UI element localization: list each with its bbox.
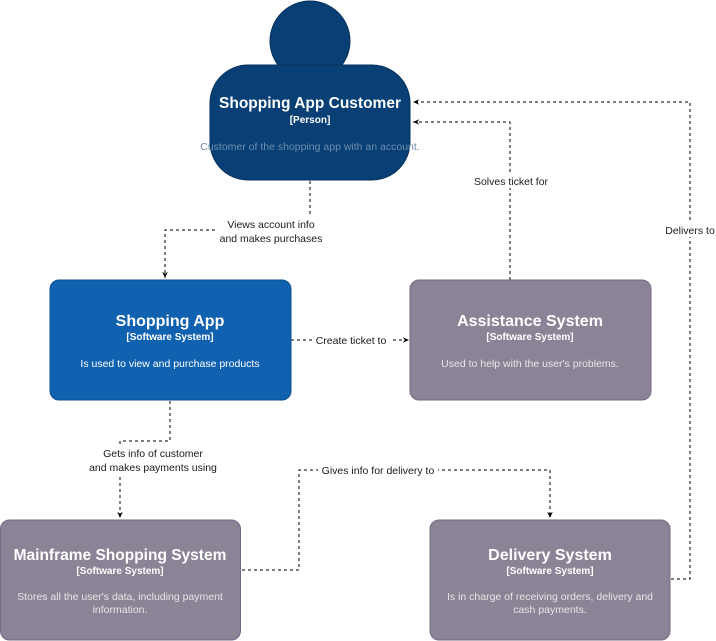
node-desc-assistance: Used to help with the user's problems. — [441, 358, 619, 370]
edge-label-solves-ticket: Solves ticket for — [474, 176, 549, 188]
system-assistance[interactable]: Assistance System [Software System] Used… — [409, 279, 652, 401]
node-title-mainframe: Mainframe Shopping System — [14, 547, 227, 564]
node-desc-mainframe-line1: Stores all the user's data, including pa… — [17, 591, 223, 603]
node-desc-delivery-line2: cash payments. — [513, 604, 587, 616]
edge-label-create-ticket: Create ticket to — [316, 335, 387, 347]
edge-label-views-account-line1: Views account info — [227, 219, 315, 231]
node-type-shopping-app: [Software System] — [126, 332, 213, 343]
node-desc-delivery-line1: Is in charge of receiving orders, delive… — [447, 591, 653, 603]
edge-label-gets-info-line2: and makes payments using — [89, 462, 217, 474]
edge-gets-info: Gets info of customer and makes payments… — [86, 401, 222, 518]
edge-gives-info: Gives info for delivery to — [242, 463, 553, 571]
edge-delivers-to: Delivers to — [413, 99, 716, 580]
system-delivery[interactable]: Delivery System [Software System] Is in … — [429, 519, 671, 641]
node-type-assistance: [Software System] — [486, 332, 573, 343]
person-body — [209, 64, 411, 181]
system-shopping-app[interactable]: Shopping App [Software System] Is used t… — [49, 279, 292, 401]
edge-label-gets-info-line1: Gets info of customer — [103, 448, 203, 460]
person-shopping-app-customer[interactable]: Shopping App Customer [Person] Customer … — [200, 0, 420, 181]
edge-views-account: Views account info and makes purchases — [162, 181, 331, 278]
edge-label-delivers-to: Delivers to — [665, 225, 715, 237]
node-title-delivery: Delivery System — [488, 547, 612, 564]
node-title-customer: Shopping App Customer — [219, 95, 401, 112]
system-mainframe-shopping[interactable]: Mainframe Shopping System [Software Syst… — [0, 519, 241, 641]
node-type-delivery: [Software System] — [506, 566, 593, 577]
node-title-shopping-app: Shopping App — [116, 313, 225, 330]
node-desc-shopping-app: Is used to view and purchase products — [80, 358, 259, 370]
node-type-customer: [Person] — [290, 115, 331, 126]
edge-create-ticket: Create ticket to — [291, 334, 409, 347]
node-title-assistance: Assistance System — [457, 313, 603, 330]
node-type-mainframe: [Software System] — [76, 566, 163, 577]
node-desc-mainframe-line2: information. — [93, 604, 148, 616]
edge-label-views-account-line2: and makes purchases — [220, 233, 323, 245]
edge-label-gives-info: Gives info for delivery to — [322, 465, 435, 477]
node-desc-customer: Customer of the shopping app with an acc… — [200, 141, 419, 153]
edge-solves-ticket: Solves ticket for — [413, 119, 552, 280]
